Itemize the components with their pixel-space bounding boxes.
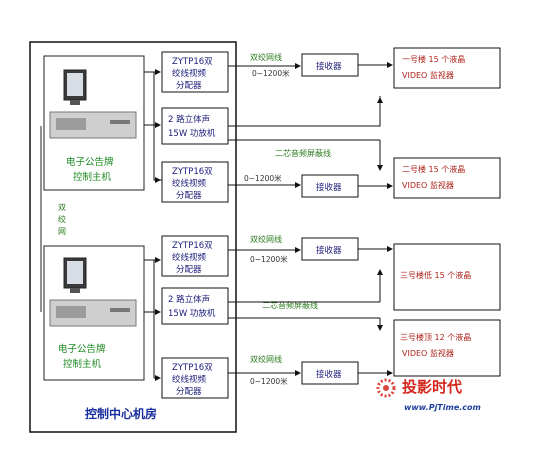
distributor-3: ZYTP16双 绞线视频 分配器 (161, 235, 229, 277)
host-2: 电子公告牌 控制主机 (43, 245, 145, 381)
watermark-logo: 投影时代 www.PjTime.com (376, 378, 481, 412)
host-label-line1: 电子公告牌 (58, 343, 106, 355)
svg-text:一号楼 15 个液晶: 一号楼 15 个液晶 (402, 54, 465, 64)
monitor-icon (63, 69, 87, 105)
watermark-brand: 投影时代 (402, 378, 462, 396)
svg-text:二号楼 15 个液晶: 二号楼 15 个液晶 (402, 164, 465, 174)
host-1: 电子公告牌 控制主机 (43, 55, 145, 191)
svg-text:15W 功放机: 15W 功放机 (168, 128, 216, 139)
distributor-4: ZYTP16双 绞线视频 分配器 (161, 357, 229, 399)
svg-text:ZYTP16双: ZYTP16双 (172, 57, 213, 67)
control-room-frame (29, 41, 237, 433)
audio-cable-label: 二芯音频屏蔽线 (262, 300, 318, 310)
svg-text:ZYTP16双: ZYTP16双 (172, 241, 213, 251)
monitor-group-2: 二号楼 15 个液晶 VIDEO 监视器 (393, 157, 501, 199)
svg-text:绞线视频: 绞线视频 (172, 68, 207, 79)
svg-text:VIDEO 监视器: VIDEO 监视器 (402, 70, 454, 80)
computer-host-icon (49, 299, 137, 327)
receiver-2: 接收器 (301, 174, 359, 198)
distributor-1: ZYTP16双 绞线视频 分配器 (161, 51, 229, 93)
host-label-line2: 控制主机 (73, 171, 112, 183)
svg-text:分配器: 分配器 (176, 191, 202, 201)
receiver-4: 接收器 (301, 361, 359, 385)
svg-text:接收器: 接收器 (316, 245, 342, 256)
watermark-url: www.PjTime.com (404, 403, 481, 412)
host-frame (43, 245, 145, 381)
svg-text:绞线视频: 绞线视频 (172, 252, 207, 263)
control-room-label: 控制中心机房 (85, 406, 157, 421)
host-frame (43, 55, 145, 191)
cable-label: 双绞网线 (250, 234, 282, 244)
svg-text:绞: 绞 (58, 214, 66, 224)
amplifier-2: 2 路立体声 15W 功放机 (161, 287, 229, 325)
cable-label: 双绞网线 (250, 52, 282, 62)
distance-label: 0~1200米 (250, 254, 288, 264)
svg-text:三号楼低 15 个液晶: 三号楼低 15 个液晶 (400, 270, 471, 280)
svg-text:ZYTP16双: ZYTP16双 (172, 363, 213, 373)
monitor-group-4: 三号楼顶 12 个液晶 VIDEO 监视器 (393, 319, 501, 377)
receiver-1: 接收器 (301, 53, 359, 77)
twisted-pair-vertical-label: 双 绞 网 (58, 203, 66, 236)
svg-text:分配器: 分配器 (176, 265, 202, 275)
monitor-icon (63, 257, 87, 293)
svg-text:接收器: 接收器 (316, 369, 342, 380)
distance-label: 0~1200米 (250, 376, 288, 386)
svg-text:分配器: 分配器 (176, 387, 202, 397)
host-label-line2: 控制主机 (63, 358, 102, 370)
audio-cable-label: 二芯音频屏蔽线 (275, 148, 331, 158)
svg-text:2 路立体声: 2 路立体声 (168, 114, 210, 125)
svg-text:分配器: 分配器 (176, 81, 202, 91)
distance-label: 0~1200米 (244, 173, 282, 183)
svg-text:2 路立体声: 2 路立体声 (168, 294, 210, 305)
cable-label: 双绞网线 (250, 354, 282, 364)
dots-icon (376, 378, 396, 398)
host-label-line1: 电子公告牌 (66, 156, 114, 168)
svg-text:15W 功放机: 15W 功放机 (168, 308, 216, 319)
svg-text:ZYTP16双: ZYTP16双 (172, 167, 213, 177)
monitor-group-3: 三号楼低 15 个液晶 (393, 243, 501, 311)
distributor-2: ZYTP16双 绞线视频 分配器 (161, 161, 229, 203)
computer-host-icon (49, 111, 137, 139)
svg-text:双: 双 (58, 203, 66, 212)
svg-text:VIDEO 监视器: VIDEO 监视器 (402, 180, 454, 190)
distance-label: 0~1200米 (252, 68, 290, 78)
amplifier-1: 2 路立体声 15W 功放机 (161, 107, 229, 145)
svg-text:三号楼顶 12 个液晶: 三号楼顶 12 个液晶 (400, 332, 471, 342)
svg-text:绞线视频: 绞线视频 (172, 178, 207, 189)
svg-text:VIDEO 监视器: VIDEO 监视器 (402, 348, 454, 358)
svg-text:绞线视频: 绞线视频 (172, 374, 207, 385)
receiver-3: 接收器 (301, 237, 359, 261)
monitor-group-1: 一号楼 15 个液晶 VIDEO 监视器 (393, 47, 501, 89)
svg-text:接收器: 接收器 (316, 182, 342, 193)
svg-text:接收器: 接收器 (316, 61, 342, 72)
svg-text:网: 网 (58, 227, 66, 236)
